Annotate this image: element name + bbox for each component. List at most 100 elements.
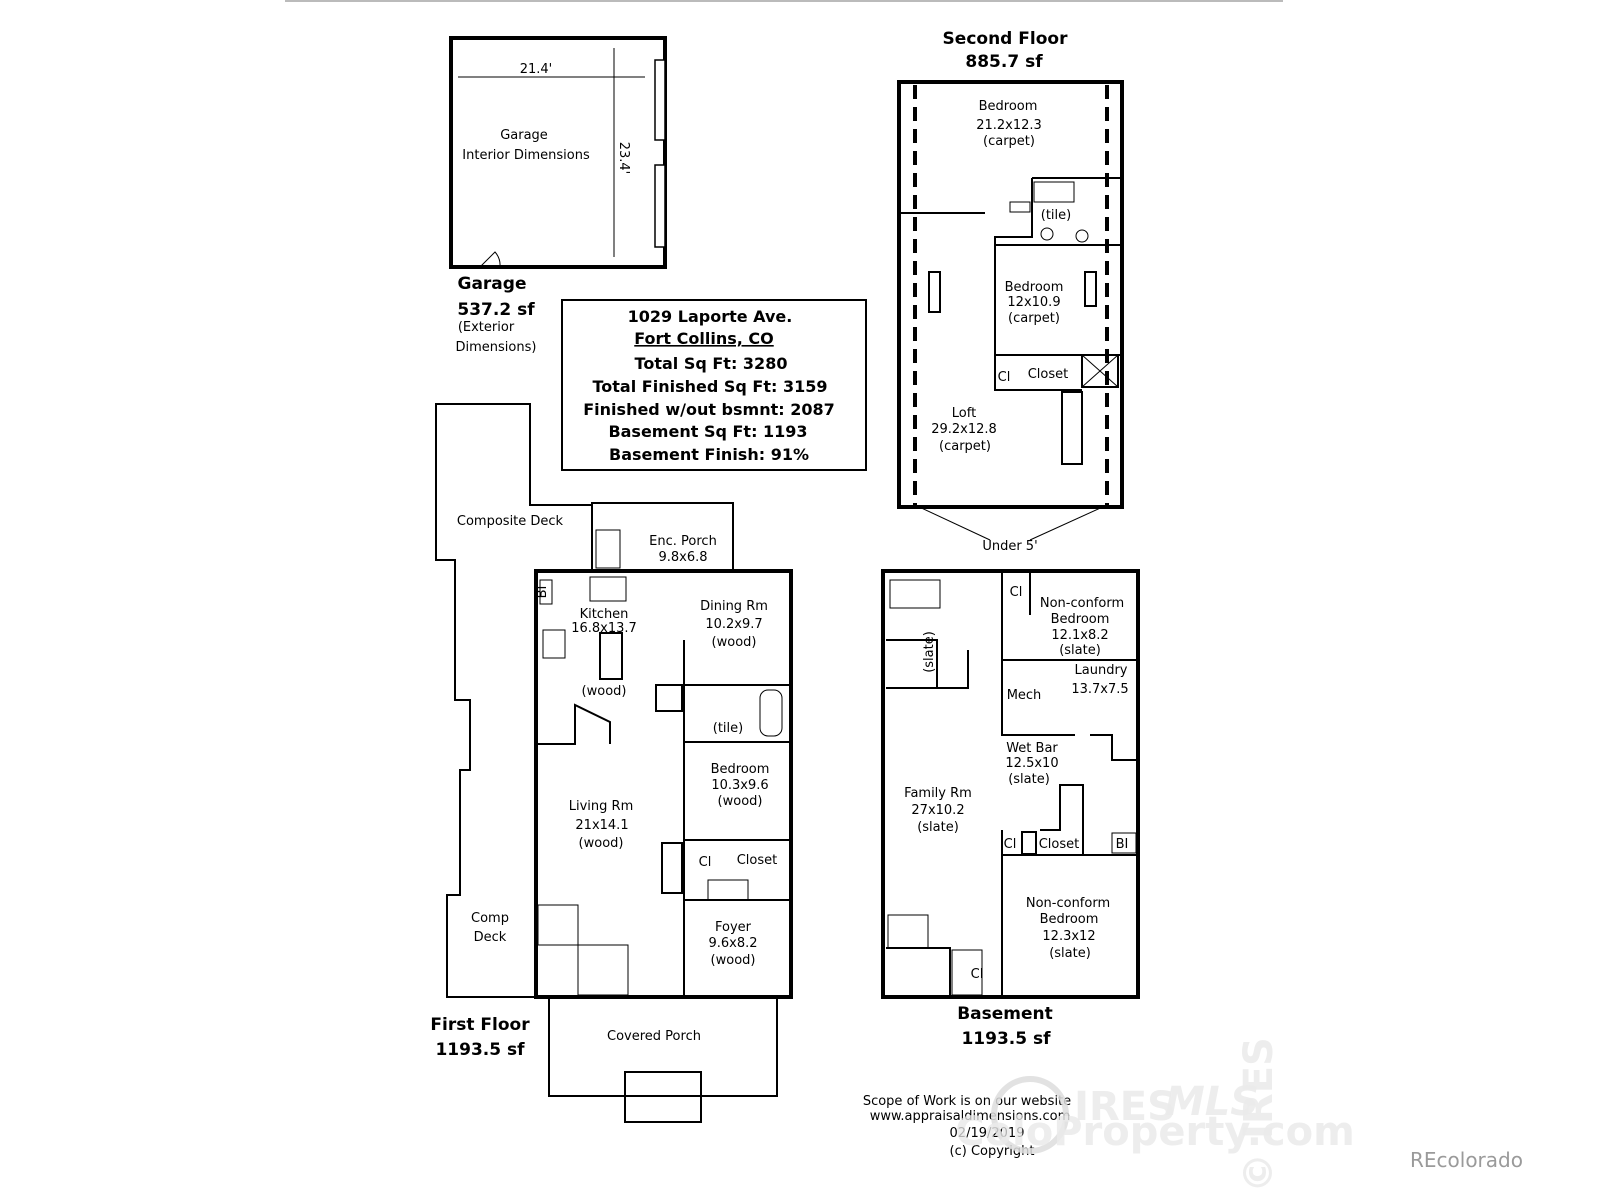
comp-deck-label: Comp (471, 911, 509, 926)
stairs (707, 879, 749, 901)
garage-door (654, 164, 666, 248)
fireplace-vent-icon (655, 684, 683, 712)
bi-label: BI (535, 586, 550, 599)
stove-icon (589, 576, 627, 602)
toilet-icon (1075, 229, 1089, 243)
room-name: Enc. Porch (649, 534, 717, 549)
room-floor: (carpet) (983, 134, 1035, 149)
watermark-mls: MLS (1165, 1079, 1259, 1125)
room-floor: (slate) (1059, 643, 1101, 658)
basement-area: 1193.5 sf (961, 1029, 1051, 1049)
basement-plan: (slate) Cl Non-conform Bedroom 12.1x8.2 … (881, 569, 1140, 1049)
room-name-2: Bedroom (1051, 612, 1110, 627)
room-name: Bedroom (979, 99, 1038, 114)
room-dims: 12x10.9 (1007, 295, 1060, 310)
room-name: Mech (1007, 688, 1042, 703)
under-5ft-note: Under 5' (982, 539, 1037, 554)
closet-label: Cl (1004, 837, 1017, 852)
room-name: Non-conform (1026, 896, 1110, 911)
room-name: Bedroom (711, 762, 770, 777)
room-floor: (wood) (582, 684, 627, 699)
room-floor: (wood) (718, 794, 763, 809)
closet-label: Closet (1039, 837, 1080, 852)
room-name: Living Rm (569, 799, 633, 814)
watermark-site: ColoProperty.com (955, 1109, 1355, 1155)
closet-label: Closet (1028, 367, 1069, 382)
address: 1029 Laporte Ave. (628, 307, 793, 326)
closet-label: Cl (699, 855, 712, 870)
garage-label-2: Interior Dimensions (462, 148, 590, 163)
room-dims: 13.7x7.5 (1071, 682, 1128, 697)
garage-walls (449, 36, 667, 269)
garage-depth: 23.4' (616, 142, 631, 175)
recolorado-watermark: REcolorado (1410, 1148, 1523, 1172)
covered-porch-label: Covered Porch (607, 1029, 701, 1044)
footer-line: www.appraisaldimensions.com (870, 1109, 1071, 1124)
closet-label: Cl (998, 370, 1011, 385)
fireplace-icon (661, 842, 683, 894)
info-box-border (561, 299, 867, 471)
wall (886, 650, 969, 689)
door-swing (479, 251, 501, 268)
room-dims: 29.2x12.8 (931, 422, 997, 437)
wall (886, 639, 938, 688)
room-dims: 21x14.1 (575, 818, 628, 833)
stairs (595, 529, 621, 569)
closet-label: Closet (737, 853, 778, 868)
stairs (951, 949, 983, 996)
covered-porch (548, 996, 778, 1097)
room-name-2: Bedroom (1040, 912, 1099, 927)
kitchen-sink-icon (542, 629, 566, 659)
wall (536, 703, 611, 745)
wall (994, 178, 1122, 356)
bath-floor: (tile) (713, 721, 743, 736)
wall (1001, 571, 1075, 736)
stairs (1061, 391, 1083, 465)
stairs (537, 904, 579, 946)
bath-floor: (tile) (1041, 208, 1071, 223)
built-in (539, 579, 553, 605)
skylight-icon (928, 271, 941, 313)
bi-label: BI (1116, 837, 1129, 852)
closet-x-icon (1021, 831, 1037, 855)
wall (1090, 734, 1138, 761)
closet-x-icon (1081, 354, 1119, 388)
comp-deck-label-2: Deck (474, 930, 507, 945)
room-dims: 9.6x8.2 (708, 936, 757, 951)
room-name: Loft (952, 406, 976, 421)
porch-steps (624, 1071, 702, 1123)
basement-title: Basement (957, 1004, 1053, 1024)
stairs (577, 944, 629, 996)
garage-area: 537.2 sf (457, 300, 535, 320)
room-name: Kitchen (580, 607, 629, 622)
room-dims: 10.2x9.7 (705, 617, 762, 632)
garage-width: 21.4' (520, 62, 553, 77)
garage-plan: 21.4' 23.4' Garage Interior Dimensions G… (449, 36, 667, 355)
second-floor-title: Second Floor (943, 29, 1069, 49)
room-name: Non-conform (1040, 596, 1124, 611)
total-sqft: Total Sq Ft: 3280 (635, 354, 788, 373)
second-floor-plan: Second Floor 885.7 sf Bedroom 21.2x12.3 … (897, 29, 1124, 554)
room-floor: (slate) (1049, 946, 1091, 961)
room-dims: 12.1x8.2 (1051, 628, 1108, 643)
room-dims: 10.3x9.6 (711, 778, 768, 793)
finished-without-basement: Finished w/out bsmnt: 2087 (583, 400, 835, 419)
vent-icon (1009, 201, 1031, 213)
room-dims: 27x10.2 (911, 803, 964, 818)
room-floor: (wood) (711, 953, 756, 968)
wall (994, 355, 1082, 391)
first-floor-title: First Floor (430, 1015, 530, 1035)
room-floor: (slate) (917, 820, 959, 835)
room-dims: 21.2x12.3 (976, 118, 1042, 133)
watermark-brand: IRES (1074, 1084, 1176, 1130)
room-floor: (wood) (712, 635, 757, 650)
footer-line: Scope of Work is on our website (863, 1094, 1071, 1109)
built-in (1111, 832, 1137, 854)
garage-door (654, 59, 666, 141)
room-name: Family Rm (904, 786, 972, 801)
bath-floor: (slate) (922, 631, 937, 673)
property-info-box: 1029 Laporte Ave. Fort Collins, CO Total… (561, 299, 867, 471)
ires-watermark: IRES MLS ColoProperty.com © IRES (955, 1037, 1355, 1193)
skylight-icon (1084, 271, 1097, 307)
composite-deck-label: Composite Deck (457, 514, 564, 529)
